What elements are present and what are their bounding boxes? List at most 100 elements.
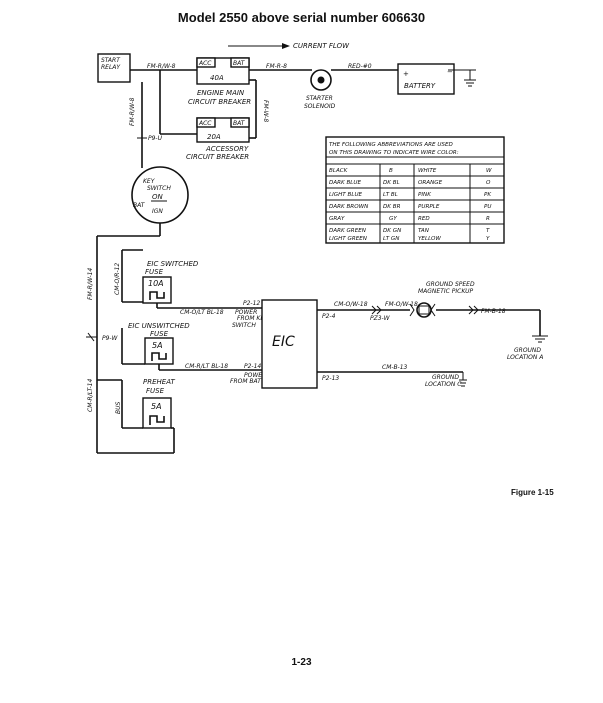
page-number: 1-23 (291, 657, 312, 668)
abbreviations-row: DARK BROWN DK BR PURPLE PU (329, 204, 491, 210)
wire-red-0: RED-#0 (348, 63, 372, 70)
start-relay: START RELAY (97, 53, 131, 83)
svg-text:PURPLE: PURPLE (418, 204, 440, 210)
svg-text:CIRCUIT BREAKER: CIRCUIT BREAKER (188, 98, 251, 106)
wire-fm-r-w-8: FM-R/W-8 (147, 63, 176, 70)
svg-text:DARK BROWN: DARK BROWN (329, 204, 369, 210)
svg-text:FROM KEY: FROM KEY (237, 315, 269, 322)
svg-text:ACC: ACC (198, 60, 212, 67)
svg-text:GROUND: GROUND (514, 347, 541, 354)
preheat-fuse-rating: 5A (151, 402, 162, 411)
wire-p2-4: P2-4 (322, 313, 336, 320)
svg-text:ACCESSORY: ACCESSORY (205, 145, 249, 153)
svg-text:POWER: POWER (244, 372, 266, 379)
preheat-fuse: PREHEAT FUSE 5A (142, 378, 175, 429)
starter-solenoid: STARTER SOLENOID (304, 69, 336, 110)
svg-text:ORANGE: ORANGE (418, 180, 443, 186)
svg-text:FUSE: FUSE (146, 387, 165, 395)
svg-text:SOLENOID: SOLENOID (304, 103, 336, 110)
svg-text:PK: PK (484, 192, 492, 198)
svg-text:LT GN: LT GN (383, 236, 400, 242)
wire-pz3-w: PZ3-W (370, 315, 391, 322)
svg-text:DK BL: DK BL (383, 180, 400, 186)
wire-p2-14: P2-14 (244, 363, 261, 370)
svg-text:Y: Y (486, 236, 490, 242)
svg-text:W: W (486, 168, 492, 174)
eic-module: EIC (261, 299, 318, 389)
svg-text:GROUND: GROUND (432, 374, 459, 381)
svg-text:GRAY: GRAY (329, 216, 345, 222)
svg-text:PREHEAT: PREHEAT (143, 378, 175, 386)
page-title: Model 2550 above serial number 606630 (177, 10, 426, 25)
ground-speed-pickup: GROUND SPEED MAGNETIC PICKUP (409, 281, 475, 318)
svg-text:BLACK: BLACK (329, 168, 349, 174)
svg-text:LT BL: LT BL (383, 192, 398, 198)
wire-p2-12: P2-12 (243, 300, 260, 307)
key-switch-on: ON (152, 193, 164, 201)
wire-cm-o-lt-bl-18: CM-O/LT BL-18 (180, 309, 224, 316)
wire-cm-b-13: CM-B-13 (382, 364, 408, 371)
wire-p9-w: P9-W (102, 335, 118, 342)
wire-fm-b-18: FM-B-18 (481, 308, 506, 315)
svg-text:POWER: POWER (235, 309, 257, 316)
accessory-breaker-rating: 20A (207, 133, 221, 141)
abbreviations-row: LIGHT GREEN LT GN YELLOW Y (329, 236, 490, 242)
svg-text:DK GN: DK GN (383, 228, 402, 234)
svg-text:CIRCUIT BREAKER: CIRCUIT BREAKER (186, 153, 249, 161)
svg-text:LOCATION C: LOCATION C (425, 381, 462, 388)
wire-fm-r-w-8-vertical: FM-R/W-8 (129, 97, 136, 126)
current-flow-indicator: CURRENT FLOW (228, 42, 350, 50)
svg-text:ACC: ACC (198, 120, 212, 127)
svg-text:B: B (389, 168, 393, 174)
eic-unswitched-fuse-rating: 5A (152, 341, 163, 350)
battery-label: BATTERY (404, 82, 436, 90)
svg-text:BAT: BAT (133, 202, 146, 209)
svg-text:MAGNETIC PICKUP: MAGNETIC PICKUP (418, 288, 474, 295)
svg-text:EIC UNSWITCHED: EIC UNSWITCHED (128, 322, 190, 330)
svg-text:O: O (486, 180, 491, 186)
svg-text:EIC SWITCHED: EIC SWITCHED (147, 260, 199, 268)
start-relay-label-1: START (101, 57, 121, 64)
svg-text:GROUND SPEED: GROUND SPEED (426, 281, 475, 288)
wire-fm-o-w-18: FM-O/W-18 (385, 301, 418, 308)
svg-text:ENGINE MAIN: ENGINE MAIN (197, 89, 245, 97)
start-relay-label-2: RELAY (101, 64, 121, 71)
svg-text:DK BR: DK BR (383, 204, 401, 210)
svg-text:YELLOW: YELLOW (418, 236, 441, 242)
svg-text:GY: GY (389, 216, 397, 222)
svg-text:DARK BLUE: DARK BLUE (329, 180, 362, 186)
abbreviations-row: DARK GREEN DK GN TAN T (329, 228, 490, 234)
current-flow-label: CURRENT FLOW (293, 42, 350, 50)
svg-text:T: T (486, 228, 490, 234)
figure-label: Figure 1-15 (511, 488, 554, 497)
svg-text:KEY: KEY (143, 178, 156, 185)
abbreviations-row: DARK BLUE DK BL ORANGE O (329, 180, 491, 186)
svg-text:DARK GREEN: DARK GREEN (329, 228, 367, 234)
svg-text:PU: PU (484, 204, 491, 210)
svg-text:LIGHT GREEN: LIGHT GREEN (329, 236, 368, 242)
svg-text:WHITE: WHITE (418, 168, 437, 174)
svg-text:FUSE: FUSE (145, 268, 164, 276)
svg-text:FUSE: FUSE (150, 330, 169, 338)
svg-text:IGN: IGN (152, 208, 163, 215)
abbreviations-row: BLACK B WHITE W (329, 168, 492, 174)
wire-p9-u: P9-U (148, 135, 163, 142)
svg-text:TAN: TAN (418, 228, 430, 234)
eic-switched-fuse-rating: 10A (148, 279, 164, 288)
svg-text:RED: RED (418, 216, 430, 222)
wire-bus: BUS (115, 401, 122, 414)
svg-text:SWITCH: SWITCH (147, 185, 171, 192)
eic-switched-fuse: EIC SWITCHED FUSE 10A (142, 260, 199, 304)
eic-unswitched-fuse: EIC UNSWITCHED FUSE 5A (128, 322, 190, 365)
wire-cm-o-r-12: CM-O/R-12 (114, 263, 121, 295)
key-switch: KEY SWITCH ON BAT IGN (131, 166, 189, 224)
engine-main-breaker: ACC BAT 40A ENGINE MAIN CIRCUIT BREAKER (188, 57, 251, 106)
wire-p2-13: P2-13 (322, 375, 339, 382)
svg-text:FROM BATTERY: FROM BATTERY (230, 378, 278, 385)
svg-text:BAT: BAT (233, 60, 246, 67)
svg-text:SWITCH: SWITCH (232, 322, 256, 329)
abbreviations-table: THE FOLLOWING ABBREVIATIONS ARE USED ON … (325, 136, 505, 244)
wire-cm-r-lt-14: CM-R/LT-14 (87, 379, 94, 412)
